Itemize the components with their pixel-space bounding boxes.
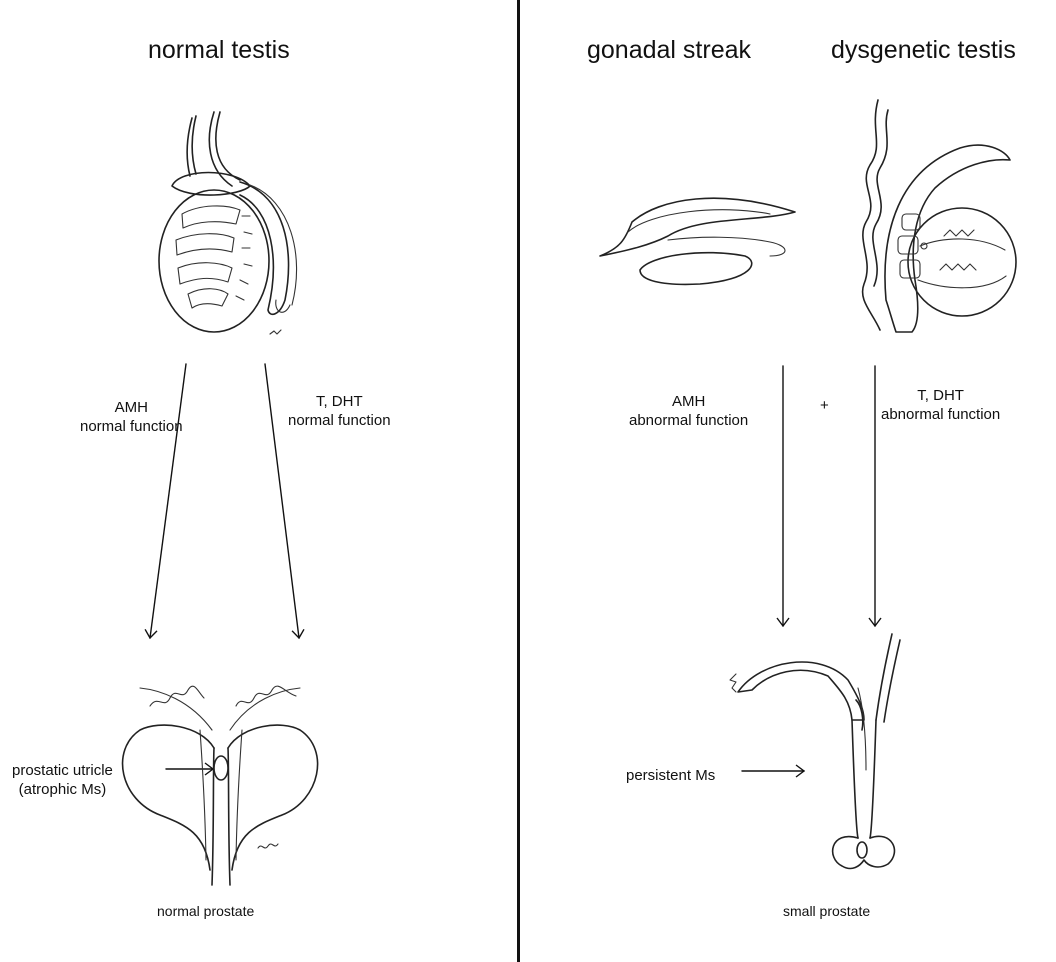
arrow-amh-normal bbox=[150, 364, 186, 638]
small-prostate-drawing-icon bbox=[730, 634, 900, 868]
normal-testis-drawing-icon bbox=[159, 112, 297, 334]
arrow-hormones-normal bbox=[265, 364, 299, 638]
gonadal-streak-drawing-icon bbox=[600, 198, 795, 284]
normal-prostate-drawing-icon bbox=[123, 686, 318, 885]
dysgenetic-testis-drawing-icon bbox=[863, 100, 1016, 332]
